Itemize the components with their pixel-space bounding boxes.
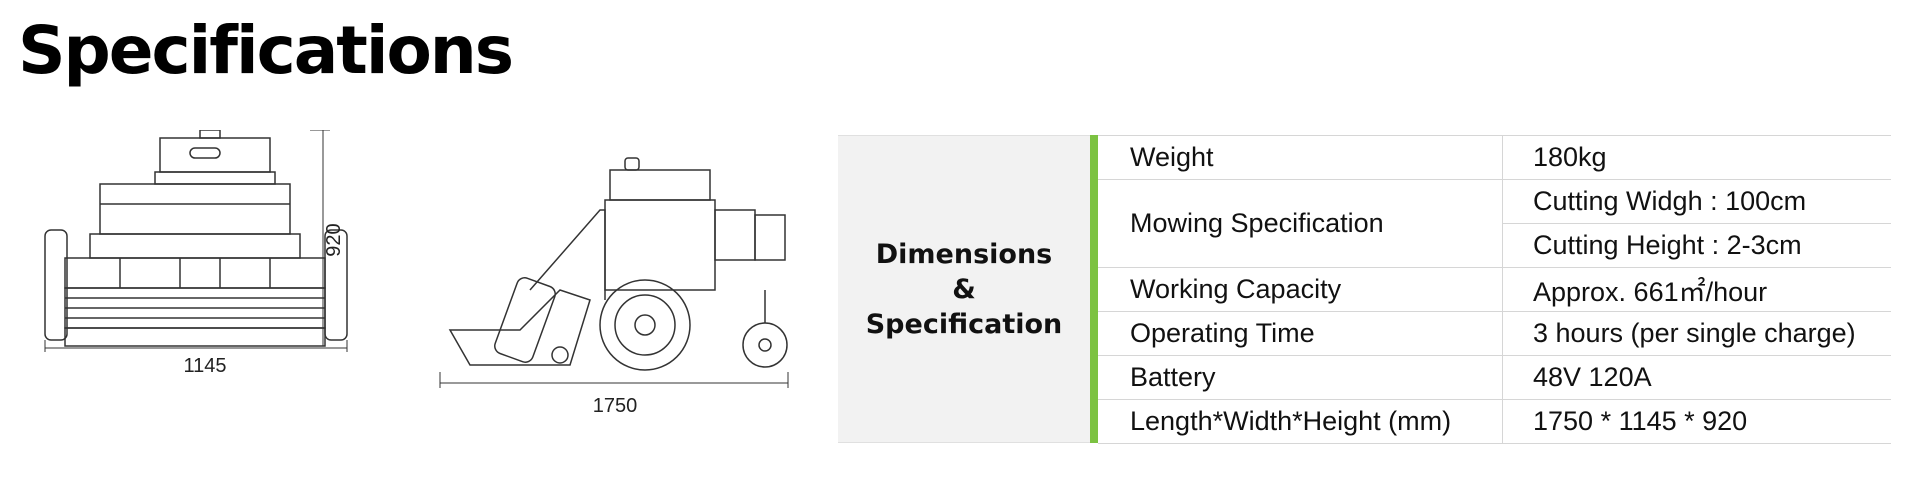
spec-label: Battery — [1098, 355, 1503, 400]
spec-label: Operating Time — [1098, 311, 1503, 356]
spec-section: Dimensions & Specification Weight 180kg … — [838, 135, 1891, 444]
front-view-svg: 1145 920 — [44, 129, 348, 377]
category-line-3: Specification — [865, 308, 1063, 340]
spec-row-mowing: Mowing Specification Cutting Widgh : 100… — [1098, 179, 1891, 268]
front-view-drawing: 1145 920 — [40, 129, 420, 460]
spec-row-dimensions: Length*Width*Height (mm) 1750 * 1145 * 9… — [1098, 399, 1891, 444]
side-length-dimension: 1750 — [593, 395, 638, 417]
front-width-dimension: 1145 — [183, 355, 226, 377]
spec-row-battery: Battery 48V 120A — [1098, 355, 1891, 400]
spec-value: 48V 120A — [1502, 355, 1891, 400]
spec-table: Weight 180kg Mowing Specification Cuttin… — [1098, 135, 1891, 444]
spec-row-capacity: Working Capacity Approx. 661㎡/hour — [1098, 267, 1891, 312]
category-line-2: & — [952, 273, 976, 305]
spec-value: Cutting Widgh : 100cm — [1502, 179, 1891, 224]
category-line-1: Dimensions — [875, 238, 1053, 270]
spec-value: Approx. 661㎡/hour — [1502, 267, 1891, 312]
spec-label: Working Capacity — [1098, 267, 1503, 312]
front-height-dimension: 920 — [323, 223, 345, 256]
side-view-drawing: 1750 — [410, 150, 830, 450]
accent-bar — [1090, 135, 1098, 443]
spec-label: Length*Width*Height (mm) — [1098, 399, 1503, 444]
side-view-svg: 1750 — [439, 157, 789, 417]
spec-row-weight: Weight 180kg — [1098, 135, 1891, 180]
spec-value: 180kg — [1502, 135, 1891, 180]
spec-category-cell: Dimensions & Specification — [838, 135, 1090, 443]
spec-row-mowing-2: Cutting Height : 2-3cm — [1098, 223, 1891, 268]
spec-label: Mowing Specification — [1098, 179, 1503, 268]
spec-value: Cutting Height : 2-3cm — [1502, 223, 1891, 268]
spec-value: 3 hours (per single charge) — [1502, 311, 1891, 356]
page-title: Specifications — [18, 12, 514, 89]
spec-row-operating-time: Operating Time 3 hours (per single charg… — [1098, 311, 1891, 356]
spec-label: Weight — [1098, 135, 1503, 180]
spec-value: 1750 * 1145 * 920 — [1502, 399, 1891, 444]
